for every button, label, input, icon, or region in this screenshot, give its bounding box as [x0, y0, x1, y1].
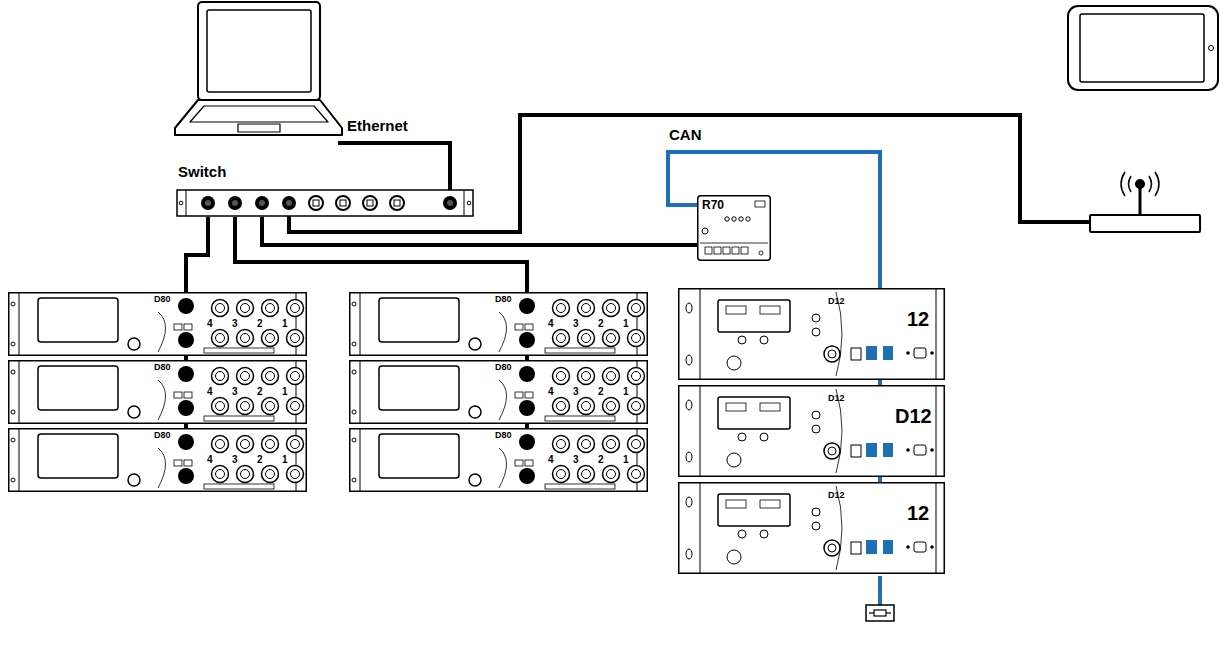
amplifier-unit: D12D12 — [678, 385, 945, 477]
channel-number: 3 — [232, 318, 238, 329]
ethernet-cable — [525, 424, 529, 428]
ethernet-cable — [262, 217, 697, 245]
ethernet-cable — [184, 356, 188, 360]
device-name: D80 — [154, 363, 171, 373]
device-art — [678, 288, 945, 380]
channel-number: 4 — [548, 386, 554, 397]
channel-number: 3 — [573, 454, 579, 465]
can-cable — [878, 477, 882, 482]
channel-number: 4 — [207, 454, 213, 465]
channel-number: 4 — [207, 386, 213, 397]
channel-number: 1 — [623, 318, 629, 329]
cable-label: Ethernet — [347, 118, 408, 135]
channel-number: 3 — [573, 318, 579, 329]
ethernet-cable — [186, 217, 208, 292]
ethernet-cable — [525, 356, 529, 360]
can-interface: R70 — [697, 195, 771, 261]
channel-number: 1 — [282, 454, 288, 465]
channel-number: 4 — [548, 318, 554, 329]
channel-number: 1 — [623, 454, 629, 465]
channel-number: 2 — [257, 454, 263, 465]
channel-number: 1 — [282, 318, 288, 329]
laptop — [175, 2, 342, 135]
device-name: D80 — [495, 363, 512, 373]
channel-number: 2 — [598, 318, 604, 329]
device-name: D12 — [828, 297, 845, 307]
model-marking: D12 — [895, 405, 932, 427]
device-name: D80 — [495, 295, 512, 305]
network-switch: Switch — [176, 160, 474, 217]
channel-number: 4 — [548, 454, 554, 465]
amplifier-unit: D80 4 3 2 1 — [8, 292, 307, 356]
router — [1090, 172, 1200, 232]
ethernet-cable — [338, 143, 450, 196]
ethernet-cable — [184, 424, 188, 428]
device-name: D80 — [154, 431, 171, 441]
channel-number: 2 — [257, 386, 263, 397]
amplifier-unit: D80 4 3 2 1 — [349, 360, 648, 424]
device-name: Switch — [178, 164, 226, 181]
model-marking: 12 — [907, 308, 929, 330]
channel-number: 1 — [282, 386, 288, 397]
amplifier-unit: D80 4 3 2 1 — [349, 292, 648, 356]
channel-number: 3 — [232, 386, 238, 397]
channel-number: 4 — [207, 318, 213, 329]
device-name: R70 — [702, 199, 724, 212]
amplifier-unit: D12 12 — [678, 482, 945, 574]
edge-label: CAN — [668, 127, 703, 144]
device-name: D12 — [828, 491, 845, 501]
device-name: D80 — [495, 431, 512, 441]
can-terminator — [866, 576, 894, 621]
device-art — [678, 385, 945, 477]
channel-number: 3 — [232, 454, 238, 465]
amplifier-unit: D12 12 — [678, 288, 945, 380]
device-name: D12 — [828, 394, 845, 404]
amplifier-unit: D80 4 3 2 1 — [8, 360, 307, 424]
channel-number: 2 — [598, 454, 604, 465]
model-marking: 12 — [907, 502, 929, 524]
device-art — [678, 482, 945, 574]
tablet — [1068, 6, 1218, 90]
amplifier-unit: D80 4 3 2 1 — [349, 428, 648, 492]
can-cable — [668, 152, 880, 288]
channel-number: 3 — [573, 386, 579, 397]
channel-number: 2 — [257, 318, 263, 329]
device-name: D80 — [154, 295, 171, 305]
channel-number: 1 — [623, 386, 629, 397]
ethernet-cable — [235, 217, 527, 292]
amplifier-unit: D80 4 3 2 1 — [8, 428, 307, 492]
can-cable — [878, 380, 882, 385]
channel-number: 2 — [598, 386, 604, 397]
